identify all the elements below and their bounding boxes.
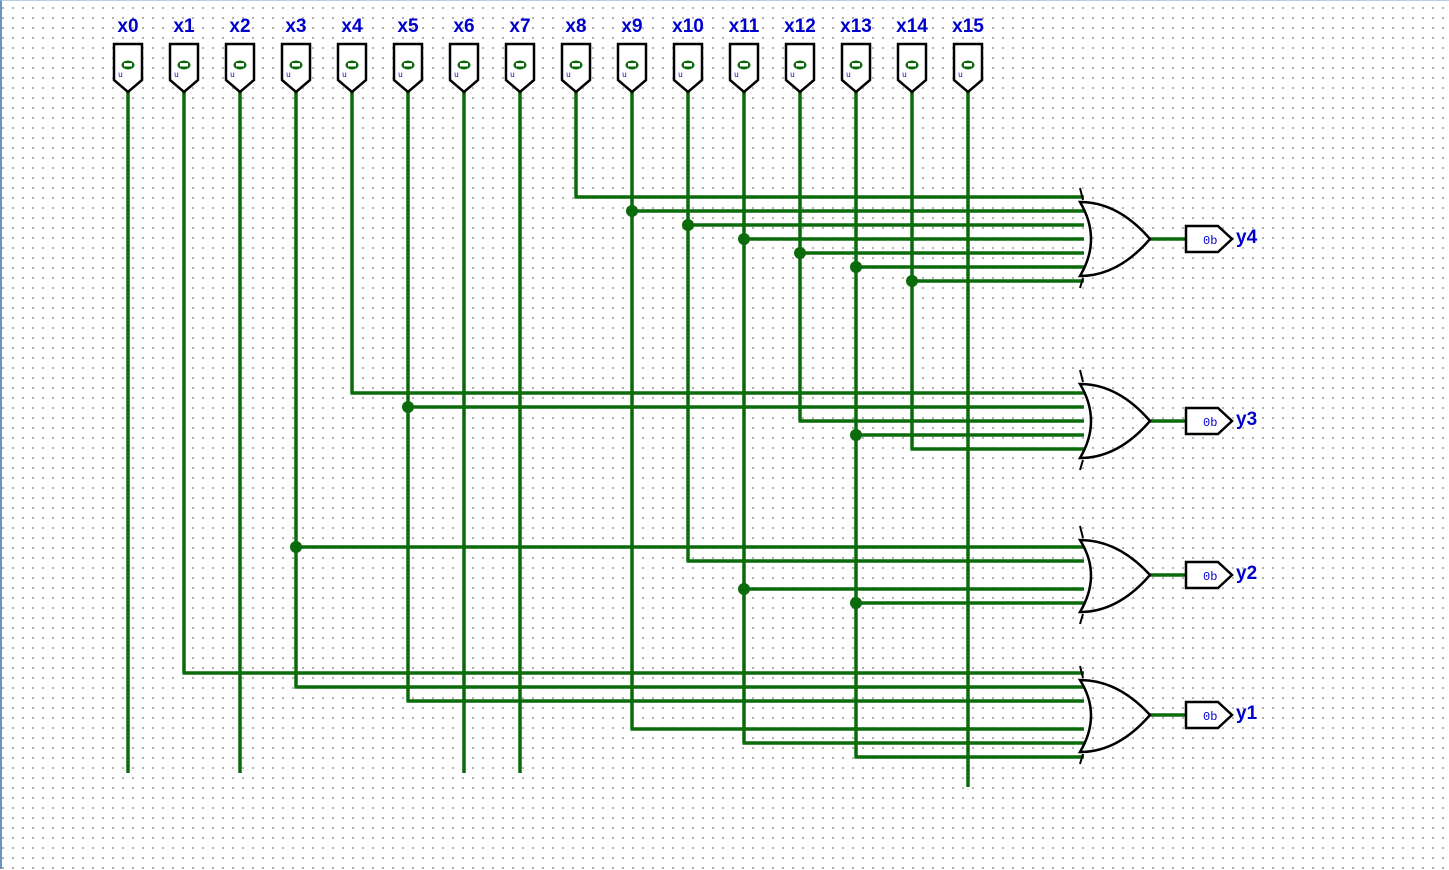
pin-led-highlight [572, 63, 580, 67]
pin-led-highlight [852, 63, 860, 67]
or-gate-tick [1079, 459, 1084, 471]
input-label-x9: x9 [621, 16, 643, 37]
input-label-x11: x11 [728, 16, 760, 37]
input-label-x8: x8 [565, 16, 587, 37]
input-label-x2: x2 [229, 16, 251, 37]
junction-dot [738, 233, 750, 245]
probe-value-text: 0b [1203, 570, 1217, 584]
input-label-x3: x3 [285, 16, 307, 37]
input-label-x1: x1 [173, 16, 195, 37]
pin-id-text: u [958, 71, 963, 80]
junction-dot [906, 275, 918, 287]
junction-dot [290, 541, 302, 553]
output-probe-y2 [1184, 560, 1234, 590]
junction-dot [682, 219, 694, 231]
input-label-x15: x15 [952, 16, 984, 37]
probe-value-text: 0b [1203, 234, 1217, 248]
output-label-y4: y4 [1236, 227, 1258, 248]
pin-id-text: u [398, 71, 403, 80]
or-gate-body [1077, 678, 1152, 754]
or-gate-tick [1079, 277, 1084, 289]
pin-led-highlight [292, 63, 300, 67]
junction-dot [402, 401, 414, 413]
pin-id-text: u [790, 71, 795, 80]
probe-value-text: 0b [1203, 416, 1217, 430]
or-gate-y2 [1077, 525, 1152, 625]
junction-dot [850, 429, 862, 441]
pin-led-highlight [180, 63, 188, 67]
pin-id-text: u [230, 71, 235, 80]
or-gate-body [1077, 200, 1152, 278]
pin-id-text: u [902, 71, 907, 80]
pin-id-text: u [174, 71, 179, 80]
probe-value-text: 0b [1203, 710, 1217, 724]
or-gate-y3 [1077, 369, 1152, 471]
junction-dot [850, 261, 862, 273]
pin-id-text: u [622, 71, 627, 80]
or-gate-tick [1079, 525, 1084, 539]
or-gate-body [1077, 382, 1152, 460]
pin-id-text: u [734, 71, 739, 80]
pin-id-text: u [286, 71, 291, 80]
output-probe-y1 [1184, 700, 1234, 730]
output-probe-y3 [1184, 406, 1234, 436]
pin-led-highlight [740, 63, 748, 67]
pin-led-highlight [124, 63, 132, 67]
input-label-x12: x12 [784, 16, 816, 37]
or-gate-tick [1079, 753, 1084, 765]
input-label-x14: x14 [896, 16, 928, 37]
pin-led-highlight [628, 63, 636, 67]
junction-dot [794, 247, 806, 259]
input-label-x0: x0 [117, 16, 139, 37]
input-label-x4: x4 [341, 16, 363, 37]
or-gate-body [1077, 538, 1152, 614]
pin-id-text: u [118, 71, 123, 80]
pin-id-text: u [678, 71, 683, 80]
or-gate-tick [1079, 369, 1084, 383]
output-probe-y4 [1184, 224, 1234, 254]
or-gate-y1 [1077, 665, 1152, 765]
pin-led-highlight [516, 63, 524, 67]
pin-led-highlight [236, 63, 244, 67]
junction-dot [626, 205, 638, 217]
junction-dot [738, 583, 750, 595]
pin-led-highlight [348, 63, 356, 67]
pin-led-highlight [908, 63, 916, 67]
or-gate-tick [1079, 187, 1084, 201]
pin-led-highlight [684, 63, 692, 67]
or-gate-tick [1079, 665, 1084, 679]
output-label-y3: y3 [1236, 409, 1258, 430]
output-label-y1: y1 [1236, 703, 1258, 724]
pin-id-text: u [342, 71, 347, 80]
pin-led-highlight [404, 63, 412, 67]
pin-id-text: u [454, 71, 459, 80]
input-label-x13: x13 [840, 16, 872, 37]
or-gate-y4 [1077, 187, 1152, 289]
junction-dot [850, 597, 862, 609]
input-label-x10: x10 [672, 16, 704, 37]
input-label-x6: x6 [453, 16, 475, 37]
pin-led-highlight [964, 63, 972, 67]
pin-id-text: u [566, 71, 571, 80]
input-label-x7: x7 [509, 16, 531, 37]
input-label-x5: x5 [397, 16, 419, 37]
pin-id-text: u [510, 71, 515, 80]
pin-led-highlight [796, 63, 804, 67]
pin-id-text: u [846, 71, 851, 80]
or-gate-tick [1079, 613, 1084, 625]
output-label-y2: y2 [1236, 563, 1258, 584]
pin-led-highlight [460, 63, 468, 67]
